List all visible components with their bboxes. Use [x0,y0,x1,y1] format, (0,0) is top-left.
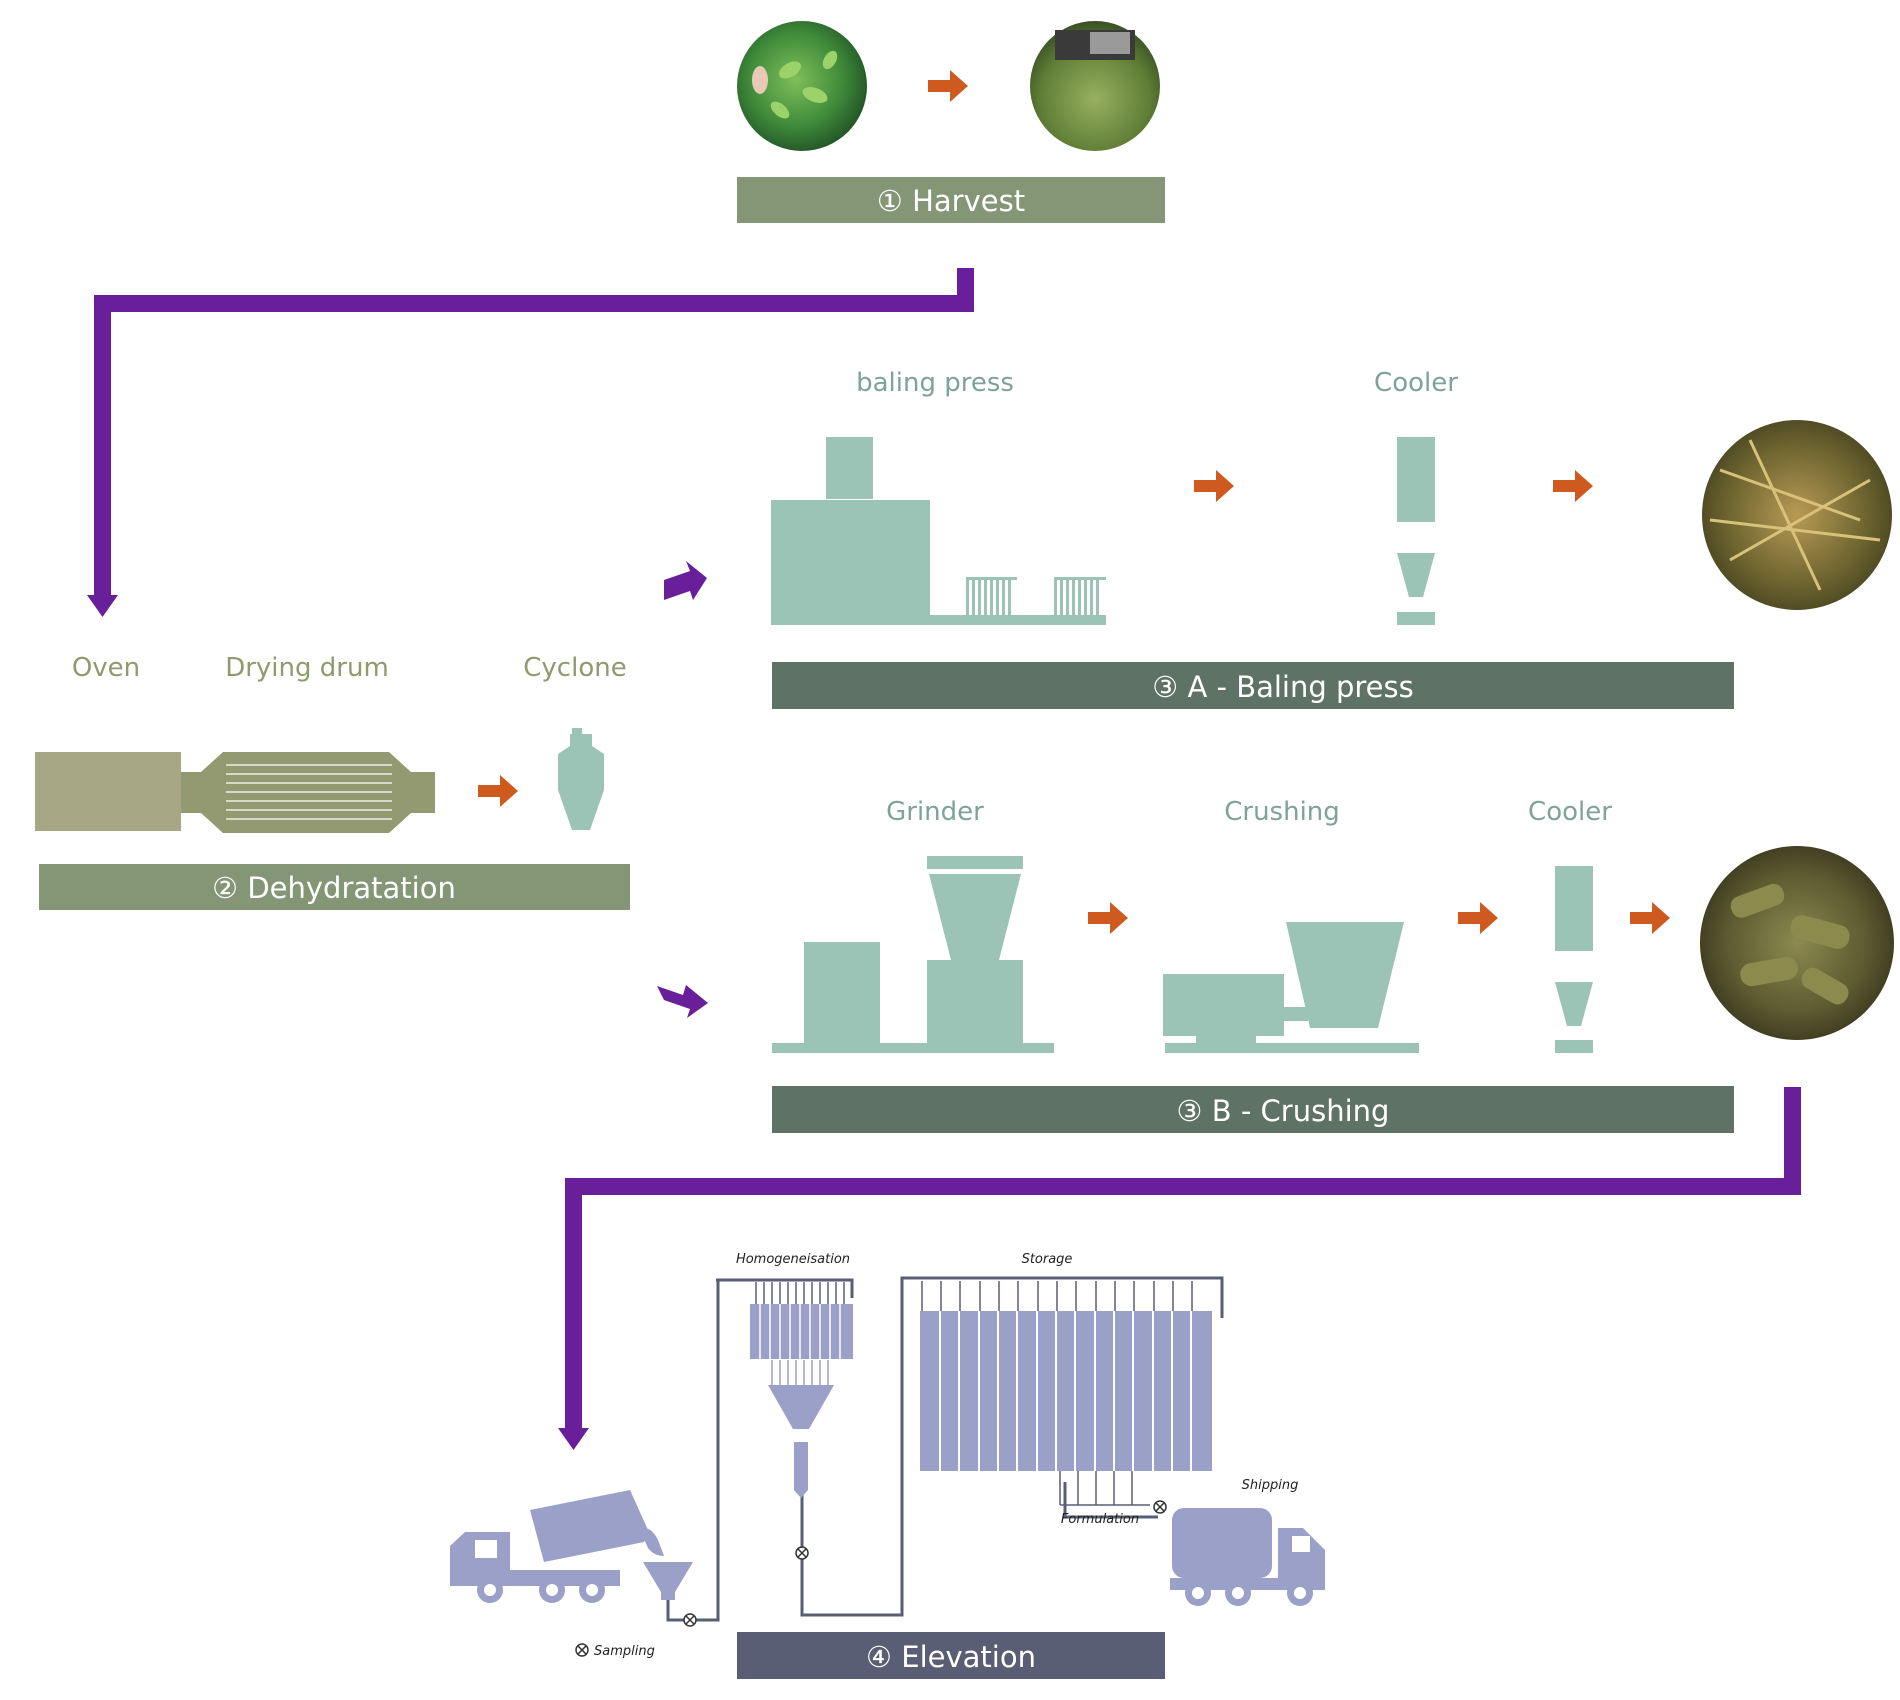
dehydration-banner [39,864,630,910]
hay-photo [1702,420,1892,610]
homogeneisation-unit [750,1282,853,1498]
cyclone-shape [558,728,604,830]
crushing-section: Grinder Crushing Cooler [772,797,1894,1133]
homogeneisation-label: Homogeneisation [736,1252,850,1267]
elevation-section: Homogeneisation [450,1252,1325,1679]
sampling-valve-1 [683,1613,697,1627]
harvest-section: ① Harvest [737,21,1165,223]
tanker-truck-icon [1170,1508,1325,1606]
arrow-orange-baling-1 [1194,470,1234,502]
drying-drum-shape [181,752,435,833]
elevation-title: ④ Elevation [866,1640,1036,1674]
arrow-orange-harvest [928,70,968,102]
elevator-pipes [666,1276,1224,1622]
arrow-orange-crushing-1 [1088,902,1128,934]
storage-silos [920,1281,1212,1506]
grinder-label: Grinder [886,797,984,827]
arrow-orange-crushing-2 [1458,902,1498,934]
elevation-banner [737,1632,1165,1679]
receiving-hopper [643,1562,693,1600]
pellet-shapes [1730,883,1850,1005]
crushing-label: Crushing [1224,797,1340,827]
crushing-banner [772,1086,1734,1133]
drying-drum-label: Drying drum [225,653,389,683]
formulation-label: Formulation [1061,1512,1139,1527]
shipping-label: Shipping [1242,1478,1299,1493]
arrow-to-crushing [657,985,708,1018]
pellets-photo [1700,846,1894,1040]
sampling-legend-icon [575,1643,589,1657]
cooler-b-label: Cooler [1528,797,1612,827]
crushing-title: ③ B - Crushing [1177,1094,1390,1128]
flow-crushing-to-elevation [558,1087,1801,1450]
dehydration-section: Oven Drying drum Cyclone ② Dehydratation [35,653,630,910]
crusher-machine [1163,922,1419,1053]
sampling-valve-2 [795,1546,809,1560]
baling-press-machine [771,437,1106,625]
oven-label: Oven [72,653,140,683]
sampling-valve-3 [1153,1500,1167,1514]
cyclone-label: Cyclone [523,653,626,683]
harvest-title: ① Harvest [877,184,1025,218]
dehydration-title: ② Dehydratation [212,871,456,905]
arrow-orange-baling-2 [1553,470,1593,502]
baling-section: baling press Cooler [771,368,1892,709]
arrow-orange-dehydration [478,775,518,807]
arrow-to-baling [664,561,707,600]
grinder-machine [772,856,1054,1053]
leaf-details [752,50,838,119]
cooler-a-label: Cooler [1374,368,1458,398]
arrow-orange-crushing-3 [1630,902,1670,934]
cooler-b-shape [1555,866,1593,1053]
truck-in-photo [1055,30,1135,60]
baling-title: ③ A - Baling press [1152,670,1414,704]
hay-straws [1709,439,1881,591]
harvest-banner [737,177,1165,223]
flow-harvest-to-oven [87,268,974,617]
baling-banner [772,662,1734,709]
sampling-label: Sampling [594,1644,655,1659]
baling-press-label: baling press [856,368,1014,398]
mixer-truck-icon [450,1490,664,1603]
cooler-a-shape [1397,437,1435,625]
storage-label: Storage [1022,1252,1073,1267]
oven-shape [35,752,181,831]
